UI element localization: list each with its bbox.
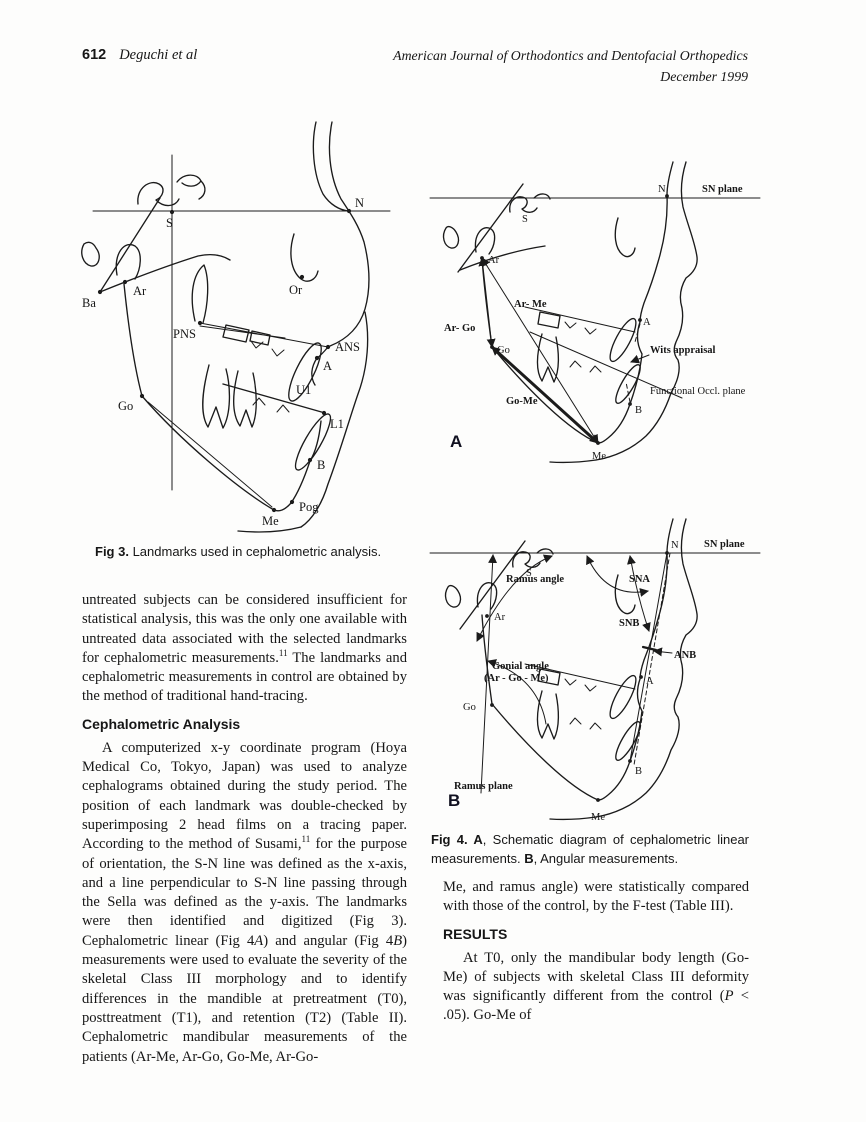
fig4b-label-n: N: [671, 540, 679, 551]
section-heading-results: RESULTS: [443, 925, 508, 942]
fig3-caption: Fig 3. Landmarks used in cephalometric a…: [95, 544, 382, 559]
fig3-landmark-dots: [97, 208, 352, 513]
fig4a-label-go-me: Go-Me: [506, 396, 538, 407]
fig3-label-a: A: [323, 359, 332, 373]
header-left: 612 Deguchi et al: [82, 47, 197, 64]
fig4b-label-anb: ANB: [674, 650, 696, 661]
fig4b-tracing-paths: [429, 518, 761, 821]
fig4b-label-gonial-angle-2: (Ar - Go - Me): [484, 673, 549, 684]
fig4b-label-sn-plane: SN plane: [704, 539, 745, 550]
fig3-label-pog: Pog: [299, 500, 319, 514]
fig4b-label-snb: SNB: [619, 618, 639, 629]
right-column: Me, and ramus angle) were statistically …: [443, 878, 749, 1026]
paragraph-untreated-subjects: untreated subjects can be considered ins…: [82, 592, 407, 705]
fig3-label-or: Or: [289, 283, 303, 297]
fig4b-landmark-dots: [485, 551, 669, 802]
journal-title: American Journal of Orthodontics and Den…: [393, 48, 748, 63]
fig4a-label-go: Go: [497, 345, 510, 356]
paragraph-ramus-angle-continued: Me, and ramus angle) were statistically …: [443, 879, 749, 915]
fig4a-landmark-dots: [480, 194, 669, 445]
section-heading-cephalometric-analysis: Cephalometric Analysis: [82, 715, 241, 732]
fig4a-label-b: B: [635, 405, 642, 416]
paragraph-cephalometric-analysis: A computerized x-y coordinate program (H…: [82, 739, 407, 1065]
fig4a-label-ar: Ar: [488, 255, 500, 266]
fig4a-label-wits: Wits appraisal: [650, 345, 716, 356]
fig4a-label-ar-go: Ar- Go: [444, 323, 475, 334]
fig4b-label-me: Me: [591, 812, 605, 823]
header-right: American Journal of Orthodontics and Den…: [393, 45, 748, 87]
fig4a-label-n: N: [658, 184, 666, 195]
fig4b-label-a: A: [646, 676, 654, 687]
left-column: untreated subjects can be considered ins…: [82, 591, 407, 1067]
fig4a-panel-letter: A: [450, 432, 462, 451]
paragraph-results: At T0, only the mandibular body length (…: [443, 949, 749, 1024]
fig4b-label-ar: Ar: [494, 612, 506, 623]
fig4b-label-b: B: [635, 766, 642, 777]
fig4b-label-ramus-angle: Ramus angle: [506, 574, 564, 585]
fig3-label-n: N: [355, 196, 364, 210]
fig3-label-ba: Ba: [82, 296, 96, 310]
fig4b-label-ramus-plane: Ramus plane: [454, 781, 513, 792]
fig3-diagram: S N Ba Ar Or PNS ANS A U1 L1 Go B Pog Me: [81, 121, 391, 533]
fig4a-diagram: SN plane N S Ar Ar- Me Ar- Go Go Go-Me A…: [429, 161, 761, 464]
fig3-label-b: B: [317, 458, 325, 472]
fig3-label-ans: ANS: [335, 340, 360, 354]
fig3-label-go: Go: [118, 399, 133, 413]
fig4a-label-a: A: [643, 317, 651, 328]
fig4a-label-me: Me: [592, 451, 606, 462]
fig3-label-ar: Ar: [133, 284, 147, 298]
fig3-label-s: S: [166, 216, 173, 230]
fig3-tracing-paths: [81, 121, 391, 533]
fig3-label-pns: PNS: [173, 327, 196, 341]
fig4b-label-go: Go: [463, 702, 476, 713]
fig4a-label-ar-me: Ar- Me: [514, 299, 547, 310]
fig3-label-me: Me: [262, 514, 279, 528]
fig4b-label-gonial-angle-1: Gonial angle: [492, 661, 549, 672]
fig4a-label-sn-plane: SN plane: [702, 184, 743, 195]
fig4b-diagram: SN plane N S Ramus angle SNA SNB ANB Ar …: [429, 518, 761, 823]
fig4a-label-s: S: [522, 214, 528, 225]
fig4b-label-sna: SNA: [629, 574, 650, 585]
fig4b-panel-letter: B: [448, 791, 460, 810]
fig4-caption: Fig 4. A, Schematic diagram of cephalome…: [431, 832, 750, 866]
fig4b-label-s: S: [526, 568, 532, 579]
page-number: 612: [82, 47, 107, 63]
fig4a-tracing-paths: [429, 161, 761, 464]
fig3-label-u1: U1: [296, 383, 311, 397]
fig3-label-l1: L1: [330, 417, 344, 431]
running-authors: Deguchi et al: [119, 47, 198, 63]
fig4a-label-func-occl: Functional Occl. plane: [650, 386, 746, 397]
journal-date: December 1999: [660, 69, 748, 84]
